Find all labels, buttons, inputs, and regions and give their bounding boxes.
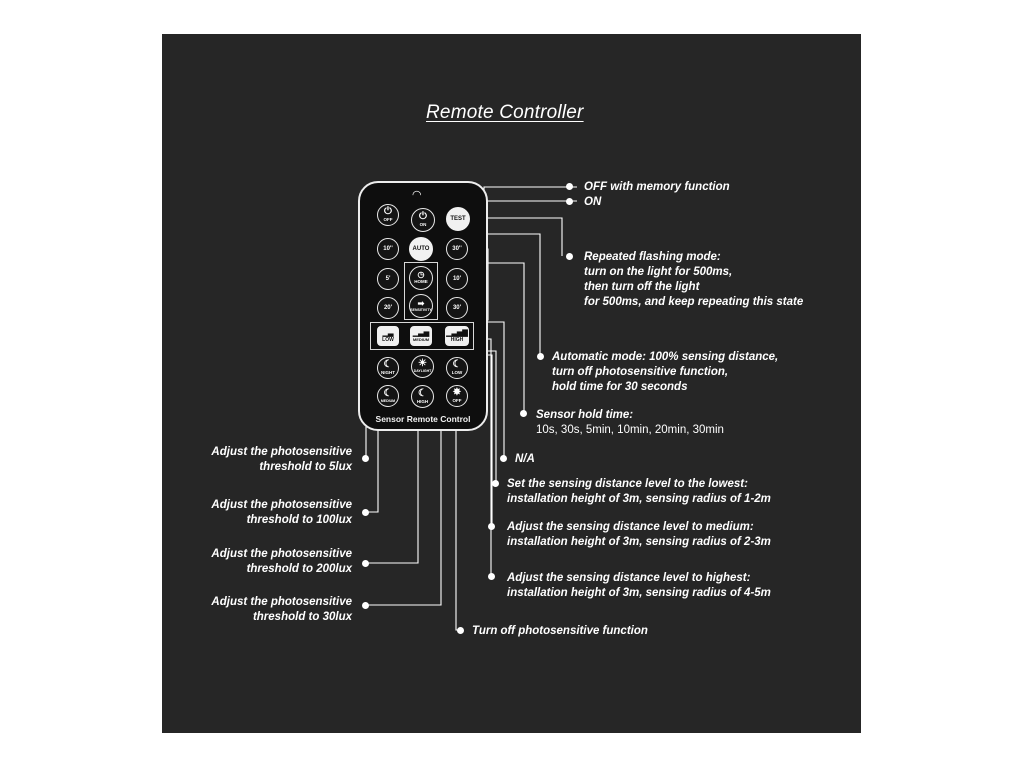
callout-dot-auto	[537, 353, 544, 360]
annotation-high: Adjust the sensing distance level to hig…	[507, 572, 771, 599]
auto-button[interactable]: AUTO	[409, 237, 433, 261]
moon-icon: ☾	[452, 359, 462, 371]
callout-dot-off	[566, 183, 573, 190]
signal-low-icon: ▁▃	[382, 329, 394, 337]
lux-night-button[interactable]: ☾ NIGHT	[377, 357, 399, 379]
on-button[interactable]: ⏻ ON	[411, 208, 435, 232]
lux-low-button[interactable]: ☾ LOW	[446, 357, 468, 379]
callout-dot-photo-off	[457, 627, 464, 634]
remote-label: Sensor Remote Control	[375, 414, 471, 424]
lux-off-button[interactable]: ✸ OFF	[446, 385, 468, 407]
annotation-medium: Adjust the sensing distance level to med…	[507, 521, 771, 548]
annotation-na: N/A	[515, 453, 535, 465]
hold-30m-button[interactable]: 30'	[446, 297, 468, 319]
callout-dot-lux30	[362, 602, 369, 609]
callout-dot-na	[500, 455, 507, 462]
moon-sun-icon: ☾	[418, 387, 427, 399]
range-medium-button[interactable]: ▁▃▅ MEDIUM	[410, 326, 432, 346]
hold-20m-button[interactable]: 20'	[377, 297, 399, 319]
page-title: Remote Controller	[426, 102, 584, 123]
annotation-auto: Automatic mode: 100% sensing distance, t…	[552, 351, 779, 393]
annotation-photo-off: Turn off photosensitive function	[472, 625, 648, 637]
callout-dot-lux5	[362, 455, 369, 462]
hold-10m-button[interactable]: 10'	[446, 268, 468, 290]
sensitivity-button[interactable]: ➡ SENSITIVITY	[409, 294, 433, 318]
callout-dot-hold	[520, 410, 527, 417]
sun-icon: ✸	[452, 387, 462, 399]
test-button[interactable]: TEST	[446, 207, 470, 231]
signal-medium-icon: ▁▃▅	[412, 330, 430, 337]
annotation-low: Set the sensing distance level to the lo…	[507, 478, 771, 505]
center-button-frame	[404, 262, 438, 320]
signal-icon: ◠	[412, 189, 422, 201]
annotation-off: OFF with memory function	[584, 181, 730, 193]
callout-dot-low	[492, 480, 499, 487]
callout-dot-medium	[488, 523, 495, 530]
moon-icon: ☾	[383, 359, 393, 371]
annotation-lux30: Adjust the photosensitive threshold to 3…	[211, 596, 352, 623]
range-low-button[interactable]: ▁▃ LOW	[377, 326, 399, 346]
annotation-test: Repeated flashing mode: turn on the ligh…	[584, 251, 804, 308]
hold-5m-button[interactable]: 5'	[377, 268, 399, 290]
annotation-lux200: Adjust the photosensitive threshold to 2…	[211, 548, 352, 575]
lux-medium-button[interactable]: ☾ MEDIUM	[377, 385, 399, 407]
callout-dot-lux200	[362, 560, 369, 567]
annotation-on: ON	[584, 196, 602, 208]
annotation-lux5: Adjust the photosensitive threshold to 5…	[211, 446, 352, 473]
lux-daylight-button[interactable]: ☀ DAYLIGHT	[411, 355, 434, 378]
off-button[interactable]: ⏻ OFF	[377, 204, 399, 226]
sun-icon: ☀	[418, 358, 427, 370]
annotation-lux100: Adjust the photosensitive threshold to 1…	[211, 499, 352, 526]
range-button-frame	[370, 322, 474, 350]
home-icon: ◷	[417, 270, 425, 280]
home-button[interactable]: ◷ HOME	[409, 266, 433, 290]
power-icon: ⏻	[419, 211, 427, 223]
callout-dot-high	[488, 573, 495, 580]
moon-sun-icon: ☾	[383, 387, 393, 399]
callout-dot-on	[566, 198, 573, 205]
annotation-hold: Sensor hold time: 10s, 30s, 5min, 10min,…	[536, 409, 724, 436]
arrow-right-icon: ➡	[417, 298, 425, 308]
hold-30s-button[interactable]: 30''	[446, 238, 468, 260]
lux-high-button[interactable]: ☾ HIGH	[411, 385, 434, 408]
callout-dot-test	[566, 253, 573, 260]
power-icon: ⏻	[384, 206, 392, 218]
signal-high-icon: ▁▃▅▇	[446, 329, 468, 337]
hold-10s-button[interactable]: 10''	[377, 238, 399, 260]
callout-dot-lux100	[362, 509, 369, 516]
range-high-button[interactable]: ▁▃▅▇ HIGH	[445, 326, 469, 346]
